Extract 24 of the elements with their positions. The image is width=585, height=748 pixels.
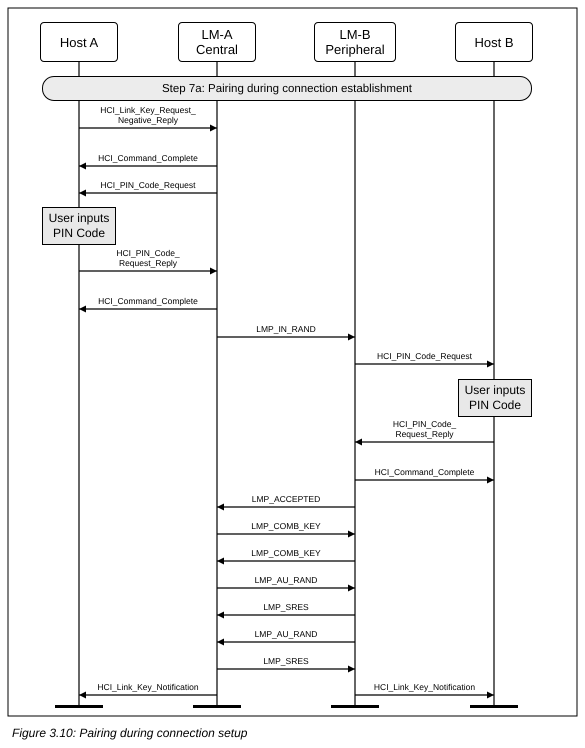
figure-caption: Figure 3.10: Pairing during connection setup: [12, 726, 248, 740]
message-arrow: [355, 692, 494, 698]
message-arrow: [217, 504, 355, 510]
message-arrow: [217, 558, 355, 564]
message-arrow: [355, 360, 494, 368]
message-arrow: [79, 190, 217, 196]
message-arrow: [79, 124, 217, 132]
message-arrow: [217, 334, 355, 340]
message-arrow: [217, 666, 355, 672]
message-arrow: [217, 584, 355, 592]
message-arrow: [79, 162, 217, 170]
message-arrow: [79, 268, 217, 274]
step-band: Step 7a: Pairing during connection establishment: [42, 76, 532, 101]
message-arrow: [217, 638, 355, 646]
message-arrow: [355, 438, 494, 446]
lifeline-header-box: Host A: [40, 22, 118, 62]
message-arrow: [79, 692, 217, 698]
message-arrow: [217, 530, 355, 538]
lifeline-header-box: LM-A Central: [178, 22, 256, 62]
message-arrow: [355, 476, 494, 484]
message-arrow: [79, 306, 217, 312]
message-arrow: [217, 612, 355, 618]
lifeline-header-box: LM-B Peripheral: [314, 22, 396, 62]
lifeline-header-box: Host B: [455, 22, 533, 62]
